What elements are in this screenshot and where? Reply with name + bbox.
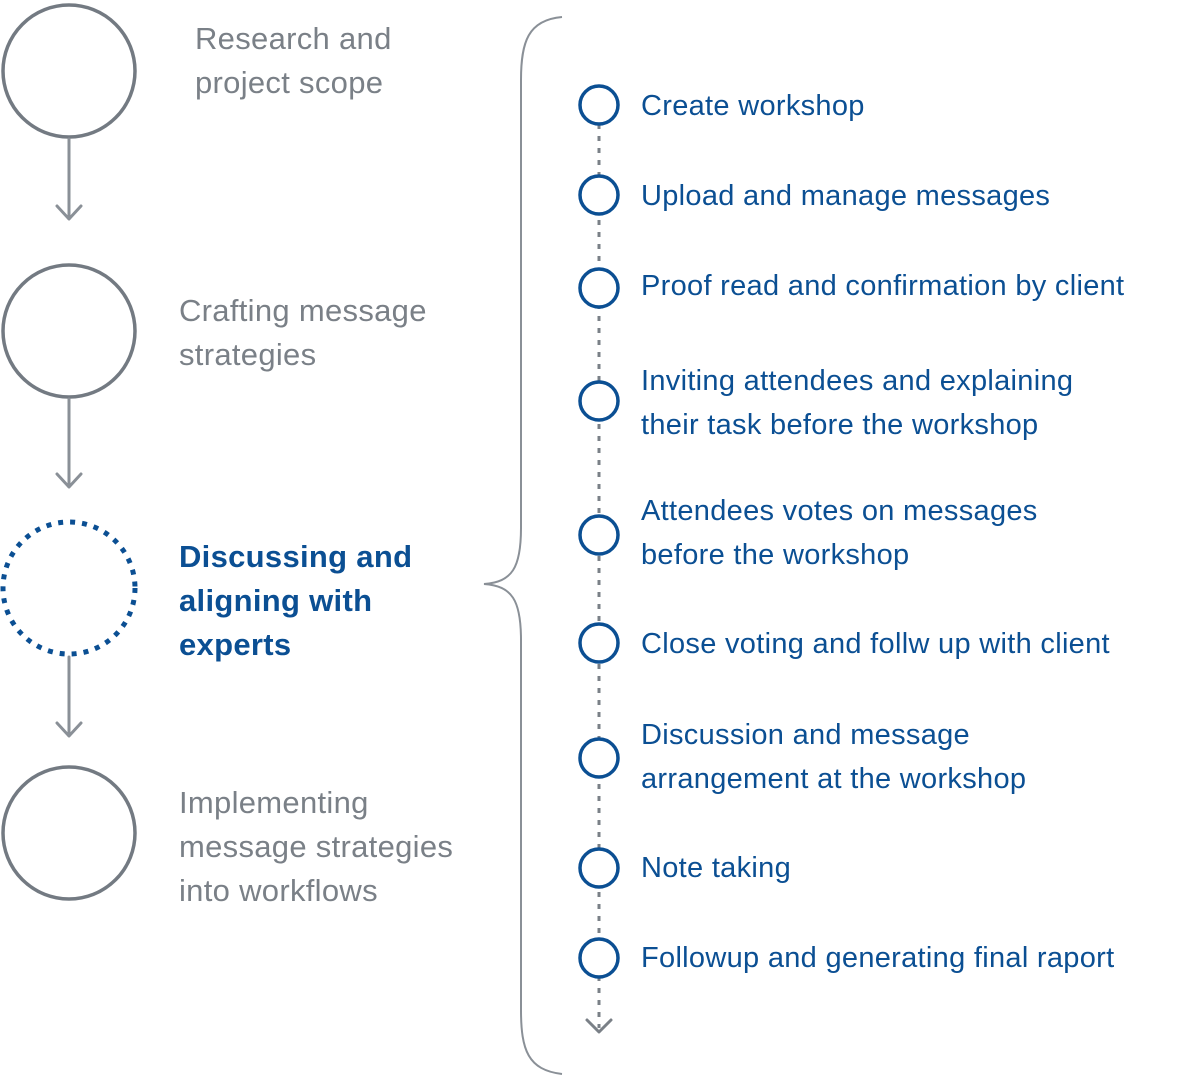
- step-4-label: Inviting attendees and explaining their …: [641, 365, 1074, 441]
- stage-detail-brace: [483, 16, 563, 1075]
- stage-3-label: Discussing and aligning with experts: [179, 539, 413, 662]
- stage-1-label: Research and project scope: [195, 21, 392, 100]
- step-5-marker-icon: [578, 514, 620, 556]
- stage-2-circle-icon: [1, 263, 137, 399]
- stage-4-label: Implementing message strategies into wor…: [179, 785, 454, 908]
- step-6-label: Close voting and follw up with client: [641, 628, 1110, 660]
- step-3-label: Proof read and confirmation by client: [641, 270, 1125, 302]
- step-9-marker-icon: [578, 937, 620, 979]
- step-7-marker-icon: [578, 737, 620, 779]
- step-9-label: Followup and generating final raport: [641, 942, 1115, 974]
- step-1-marker-icon: [578, 84, 620, 126]
- stage-1-circle-icon: [1, 3, 137, 139]
- step-5-label: Attendees votes on messages before the w…: [641, 495, 1038, 571]
- step-6-marker-icon: [578, 622, 620, 664]
- stage-arrow-3-arrow-down-icon: [55, 655, 83, 738]
- stage-3-dotted-circle-icon: [0, 519, 138, 657]
- step-1-label: Create workshop: [641, 90, 865, 122]
- step-8-marker-icon: [578, 847, 620, 889]
- stage-arrow-1-arrow-down-icon: [55, 137, 83, 221]
- step-3-marker-icon: [578, 267, 620, 309]
- step-4-marker-icon: [578, 380, 620, 422]
- stage-2-label: Crafting message strategies: [179, 293, 427, 372]
- step-2-marker-icon: [578, 174, 620, 216]
- step-8-label: Note taking: [641, 852, 791, 884]
- step-2-label: Upload and manage messages: [641, 180, 1051, 212]
- stage-arrow-2-arrow-down-icon: [55, 397, 83, 489]
- stage-4-circle-icon: [1, 765, 137, 901]
- step-7-label: Discussion and message arrangement at th…: [641, 719, 1027, 795]
- timeline-end-chevron-down-icon: [585, 1018, 613, 1034]
